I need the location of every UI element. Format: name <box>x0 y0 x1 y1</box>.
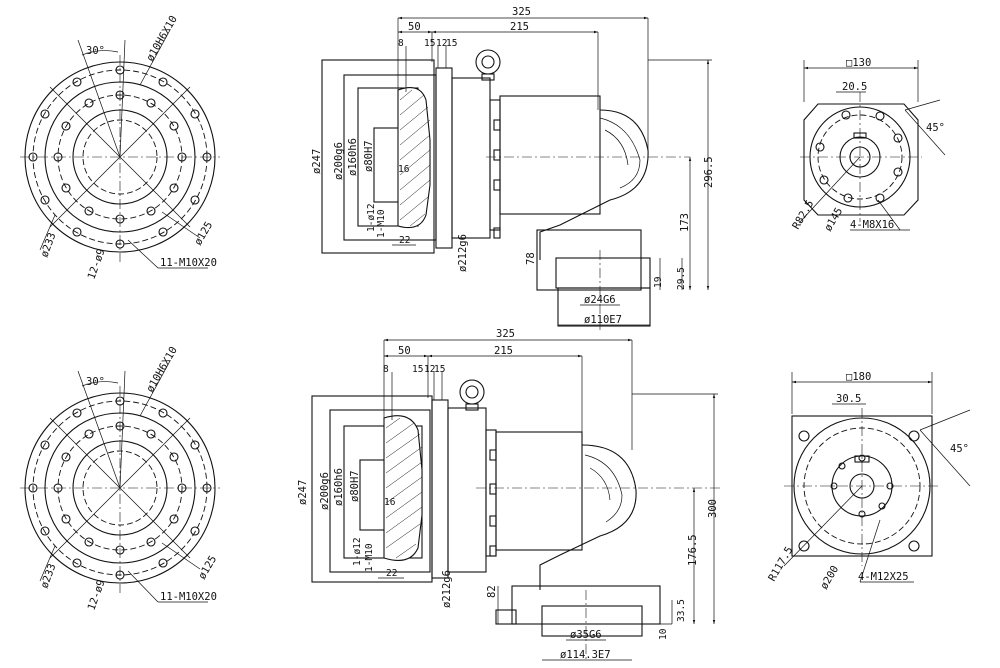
top-len-b: 215 <box>510 21 529 33</box>
top-flange-pcd-inner: ø125 <box>192 220 215 248</box>
bottom-flange-tap: 11-M10X20 <box>160 591 217 603</box>
bottom-flange-pcd-outer: ø233 <box>39 562 59 590</box>
bottom-h-c: 33.5 <box>676 599 687 622</box>
top-h-a: 173 <box>679 213 691 232</box>
bottom-len-c: 8 <box>383 364 389 375</box>
bottom-h-total: 300 <box>707 499 719 518</box>
bottom-end-radius: R117.5 <box>766 545 795 584</box>
bottom-len-f: 15 <box>434 364 445 375</box>
top-side-view: 325 50 215 8 15 12 15 ø247 ø200g6 ø160h6… <box>311 6 715 330</box>
bottom-end-square: □180 <box>846 371 871 383</box>
bottom-len-b: 215 <box>494 345 513 357</box>
top-len-total: 325 <box>512 6 531 18</box>
bottom-len-total: 325 <box>496 328 515 340</box>
top-d5: ø212g6 <box>457 234 469 272</box>
bottom-h-d: 10 <box>658 628 669 640</box>
bottom-d4: ø80H7 <box>349 470 361 502</box>
bottom-d1: ø247 <box>297 480 309 505</box>
top-h-total: 296.5 <box>703 156 715 188</box>
top-d2: ø200g6 <box>333 142 345 180</box>
bottom-tap2: 1-M10 <box>364 543 375 572</box>
top-len-e: 12 <box>436 38 447 49</box>
top-depth: 16 <box>398 164 410 175</box>
top-end-radius: R82.5 <box>790 198 816 231</box>
top-shaft: ø24G6 <box>584 294 616 306</box>
top-end-square: □130 <box>846 57 871 69</box>
bottom-end-offset: 30.5 <box>836 393 861 405</box>
bottom-d5: ø212g6 <box>441 570 453 608</box>
bottom-len-a: 50 <box>398 345 411 357</box>
bottom-h-b: 82 <box>486 585 498 598</box>
bottom-len-d: 15 <box>412 364 423 375</box>
bottom-shaft: ø35G6 <box>570 629 602 641</box>
top-d1: ø247 <box>311 149 323 174</box>
bottom-h-a: 176.5 <box>687 534 699 566</box>
bottom-end-tap: 4-M12X25 <box>858 571 909 583</box>
top-flange-holes: 12-ø9 <box>86 247 108 281</box>
top-tap2: 1-M10 <box>376 209 387 238</box>
bottom-d3: ø160h6 <box>333 468 345 506</box>
bottom-end-pcd: ø200 <box>818 564 841 592</box>
top-flange-bolt-spec: ø10H6X10 <box>144 14 180 64</box>
top-len-a: 50 <box>408 21 421 33</box>
top-flange-view: 30° ø10H6X10 ø233 12-ø9 ø125 11-M10X20 <box>20 14 220 281</box>
top-end-offset: 20.5 <box>842 81 867 93</box>
top-end-view: □130 20.5 45° R82.5 ø145 4-M8X16 <box>790 57 946 234</box>
bottom-depth: 16 <box>384 497 396 508</box>
bottom-end-angle: 45° <box>950 443 969 455</box>
bottom-pilot: ø114.3E7 <box>560 649 611 661</box>
top-d3: ø160h6 <box>347 138 359 176</box>
top-row: 30° ø10H6X10 ø233 12-ø9 ø125 11-M10X20 <box>20 6 946 330</box>
bottom-flange-bolt-spec: ø10H6X10 <box>144 345 180 395</box>
bottom-flange-pcd-inner: ø125 <box>196 554 219 582</box>
top-len-f: 15 <box>446 38 457 49</box>
top-h-d: 19 <box>653 276 664 288</box>
bottom-w22: 22 <box>386 568 397 579</box>
bottom-row: 30° ø10H6X10 ø233 12-ø9 ø125 11-M10X20 <box>20 328 971 662</box>
top-pilot: ø110E7 <box>584 314 622 326</box>
top-h-b: 78 <box>525 252 537 265</box>
bottom-len-e: 12 <box>424 364 435 375</box>
top-len-c: 8 <box>398 38 404 49</box>
top-end-pcd: ø145 <box>822 206 845 234</box>
top-flange-tap: 11-M10X20 <box>160 257 217 269</box>
bottom-flange-holes: 12-ø9 <box>86 578 108 612</box>
top-end-angle: 45° <box>926 122 945 134</box>
bottom-flange-view: 30° ø10H6X10 ø233 12-ø9 ø125 11-M10X20 <box>20 345 220 612</box>
bottom-tap1: 1-ø12 <box>352 537 363 566</box>
top-w22: 22 <box>399 235 410 246</box>
top-d4: ø80H7 <box>363 140 375 172</box>
top-flange-angle: 30° <box>86 45 105 57</box>
top-flange-pcd-outer: ø233 <box>39 231 59 259</box>
top-end-tap: 4-M8X16 <box>850 219 894 231</box>
bottom-end-view: □180 30.5 45° R117.5 ø200 4-M12X25 <box>766 371 971 592</box>
top-h-c: 29.5 <box>676 267 687 290</box>
bottom-side-view: 325 50 215 8 15 12 15 ø247 ø200g6 ø160h6… <box>297 328 720 662</box>
top-len-d: 15 <box>424 38 435 49</box>
top-tap1: 1-ø12 <box>366 203 377 232</box>
bottom-flange-angle: 30° <box>86 376 105 388</box>
bottom-d2: ø200g6 <box>319 472 331 510</box>
